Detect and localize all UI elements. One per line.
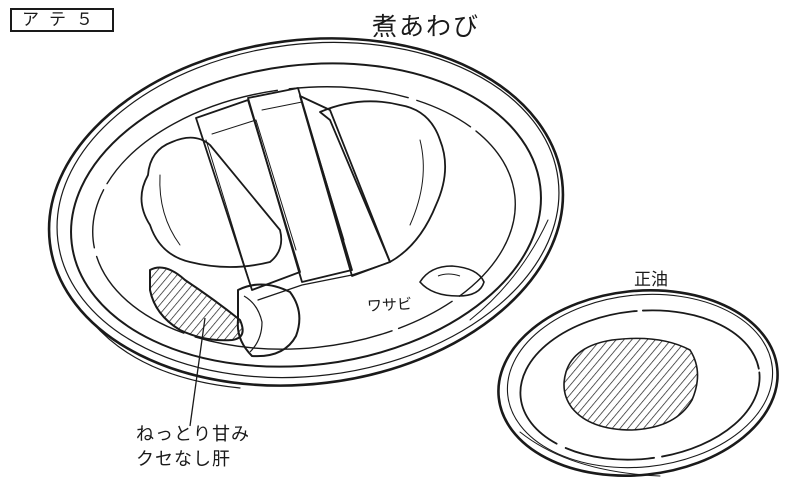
soy-sauce-pool [563, 337, 699, 431]
abalone-liver [149, 266, 301, 358]
dish-title: 煮あわび [372, 12, 481, 41]
wasabi-mound [419, 265, 485, 297]
liver-note-line-2: クセなし肝 [136, 449, 231, 470]
soy-sauce-label: 正油 [634, 270, 668, 290]
main-plate [47, 37, 565, 389]
liver-leader-line [189, 317, 206, 427]
scene-tag: アテ５ [10, 8, 114, 32]
liver-note-line-1: ねっとり甘み [136, 424, 250, 445]
wasabi-label: ワサビ [366, 294, 413, 316]
abalone-slices [140, 87, 447, 301]
soy-sauce-dish [497, 289, 779, 477]
